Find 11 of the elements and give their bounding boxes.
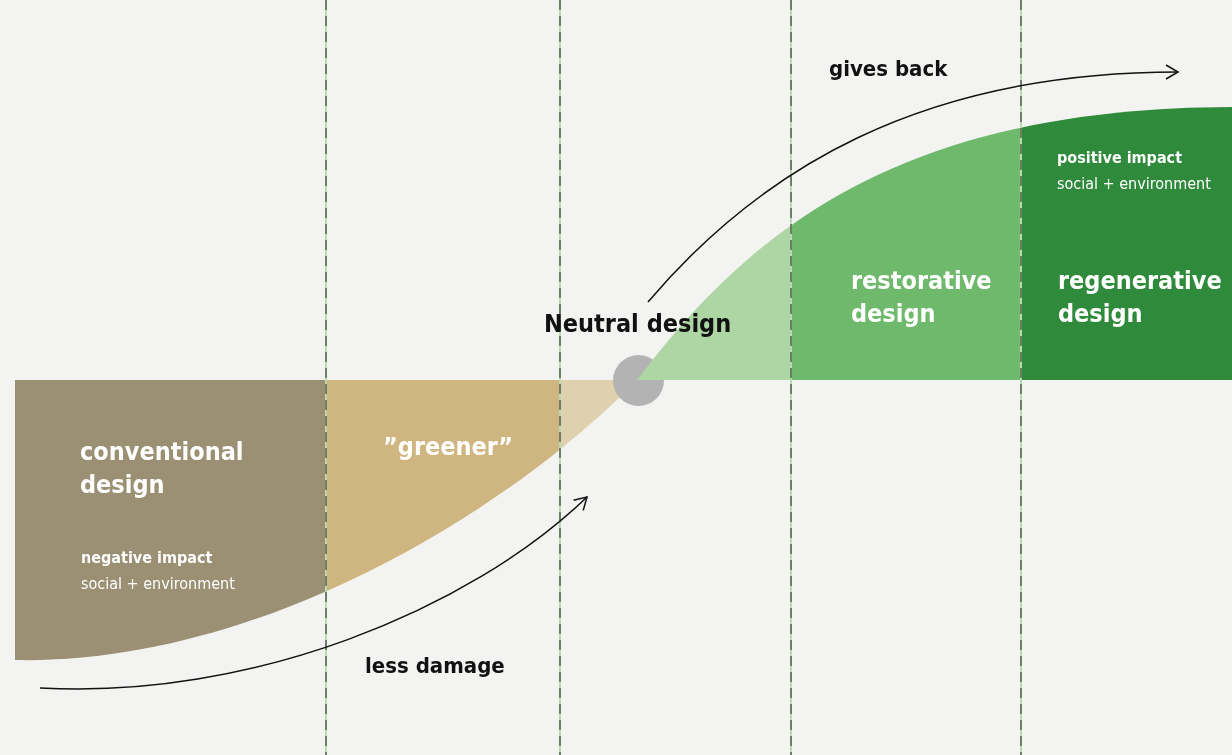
section-heading: regenerative design <box>1058 265 1223 330</box>
arrow-caption: gives back <box>829 56 948 81</box>
impact-note: social + environment <box>1057 174 1211 193</box>
impact-note: social + environment <box>81 574 235 593</box>
section-heading: restorative design <box>851 265 993 330</box>
arrow-caption: less damage <box>365 653 505 678</box>
impact-heading: positive impact <box>1057 148 1183 167</box>
section-heading: ”greener” <box>383 432 514 461</box>
neutral-heading: Neutral design <box>544 309 732 338</box>
section-heading: conventional design <box>80 436 245 501</box>
impact-heading: negative impact <box>81 548 213 567</box>
